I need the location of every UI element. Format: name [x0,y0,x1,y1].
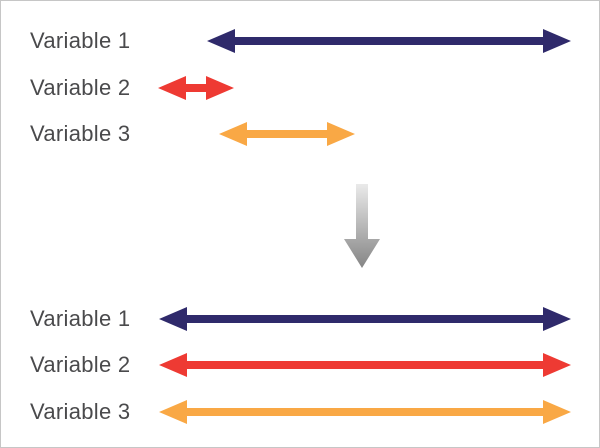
variable-2-range-arrow [159,353,571,377]
variable-2-label: Variable 2 [30,75,131,100]
variable-1-range-arrow [159,307,571,331]
variable-row: Variable 3 [1,118,599,150]
variable-3-label: Variable 3 [30,399,131,424]
variable-row: Variable 2 [1,72,599,104]
variable-row: Variable 3 [1,396,599,428]
variable-3-range-arrow [219,122,355,146]
transform-down-arrow [344,184,380,268]
variable-row: Variable 1 [1,25,599,57]
variable-row: Variable 2 [1,349,599,381]
variable-2-range-arrow [158,76,234,100]
variable-3-range-arrow [159,400,571,424]
variable-1-label: Variable 1 [30,306,131,331]
variable-2-label: Variable 2 [30,352,131,377]
variable-row: Variable 1 [1,303,599,335]
variable-1-label: Variable 1 [30,28,131,53]
variable-3-label: Variable 3 [30,121,131,146]
variable-1-range-arrow [207,29,571,53]
